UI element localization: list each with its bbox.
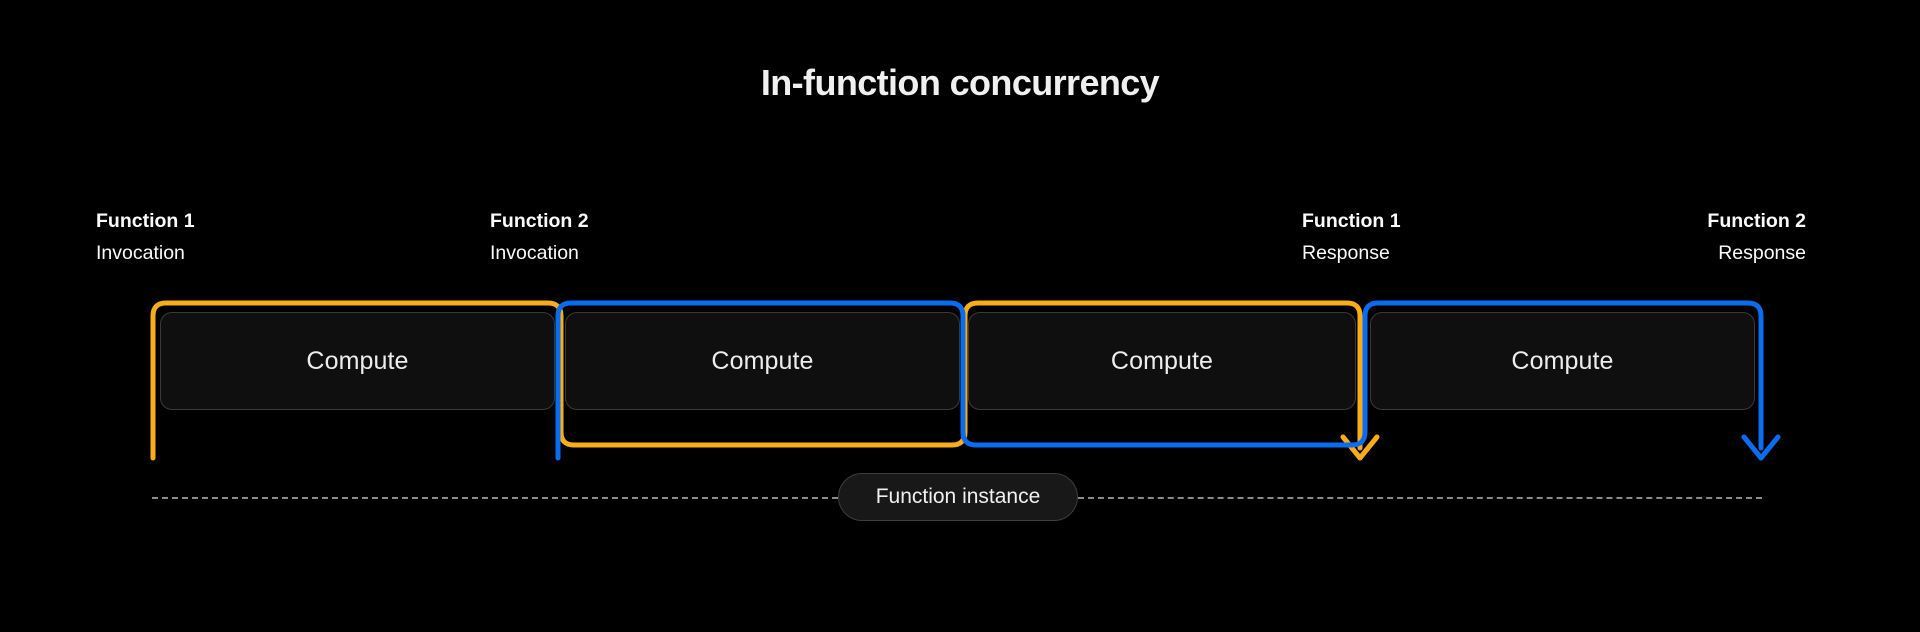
marker-line-1: Function 1: [1302, 210, 1401, 232]
function-instance-label: Function instance: [875, 485, 1041, 508]
compute-label: Compute: [306, 346, 409, 375]
instance-rail-right: [1078, 497, 1762, 499]
marker-line-2: Response: [1302, 242, 1390, 264]
compute-label: Compute: [1110, 346, 1214, 375]
marker-function-1-response: Function 1 Response: [1302, 205, 1401, 269]
compute-box-4: Compute: [1370, 312, 1755, 410]
compute-label: Compute: [711, 346, 814, 375]
orange-response-arrow-icon: [1340, 434, 1380, 461]
instance-rail-left: [152, 497, 838, 499]
marker-function-2-response: Function 2 Response: [1707, 205, 1806, 269]
compute-box-2: Compute: [565, 312, 960, 410]
function-instance-badge: Function instance: [838, 473, 1078, 521]
compute-label: Compute: [1511, 346, 1614, 375]
marker-line-1: Function 2: [490, 210, 589, 232]
marker-line-2: Invocation: [96, 242, 185, 264]
marker-line-1: Function 2: [1707, 210, 1806, 232]
marker-line-2: Response: [1718, 242, 1806, 264]
compute-box-1: Compute: [160, 312, 555, 410]
marker-function-2-invocation: Function 2 Invocation: [490, 205, 589, 269]
page-title: In-function concurrency: [760, 62, 1160, 103]
blue-response-arrow-icon: [1741, 434, 1781, 461]
compute-box-3: Compute: [968, 312, 1356, 410]
marker-function-1-invocation: Function 1 Invocation: [96, 205, 195, 269]
marker-line-1: Function 1: [96, 210, 195, 232]
marker-line-2: Invocation: [490, 242, 579, 264]
